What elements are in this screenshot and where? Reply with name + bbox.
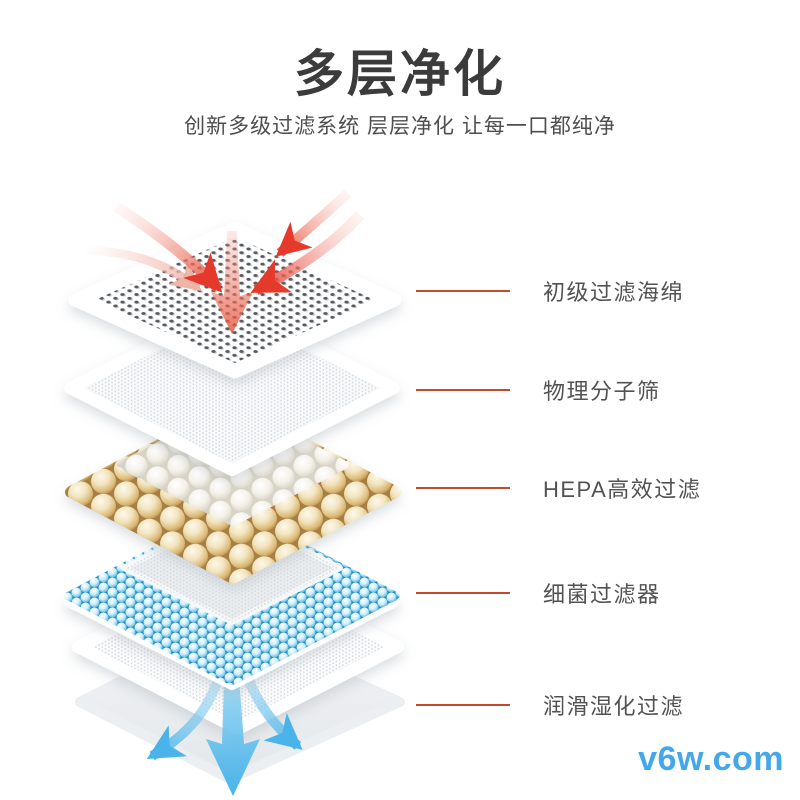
red-converging-down-arrows-icon (84, 189, 365, 334)
watermark: v6w.com (638, 740, 784, 778)
page-subtitle: 创新多级过滤系统 层层净化 让每一口都纯净 (184, 115, 616, 138)
filter-label: HEPA高效过滤 (543, 477, 702, 502)
connector-line (416, 704, 510, 706)
connector-line (416, 389, 510, 391)
connector-line (416, 487, 510, 489)
label-row-humidify-filter: 润滑湿化过滤 (416, 691, 684, 719)
filter-label: 初级过滤海绵 (543, 280, 685, 305)
label-row-bacteria-filter: 细菌过滤器 (416, 579, 661, 607)
filter-label: 物理分子筛 (543, 379, 661, 404)
label-row-molecular-sieve: 物理分子筛 (416, 376, 661, 404)
connector-line (416, 592, 510, 594)
page-title: 多层净化 (294, 46, 506, 102)
filter-label: 细菌过滤器 (543, 582, 661, 607)
filter-label: 润滑湿化过滤 (543, 694, 685, 719)
label-row-hepa: HEPA高效过滤 (416, 474, 701, 502)
label-row-primary-sponge: 初级过滤海绵 (416, 277, 684, 305)
connector-line (416, 290, 510, 292)
